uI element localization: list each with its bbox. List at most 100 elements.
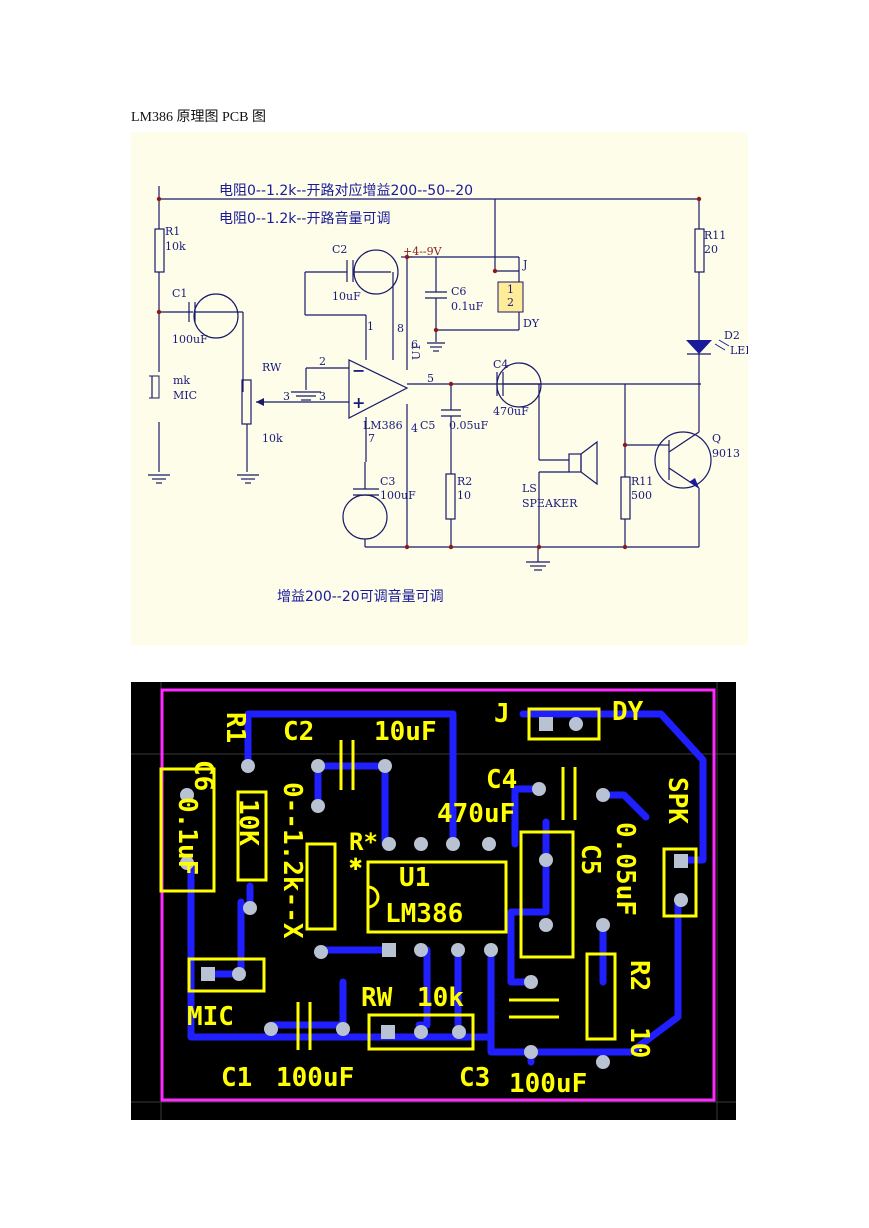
pin-8: 8 — [397, 322, 404, 335]
c2-ref: C2 — [332, 243, 347, 256]
pin-5: 5 — [427, 372, 434, 385]
pcb-c5-value: 0.05uF — [610, 822, 640, 916]
pin1-marker-icon: ✱ — [349, 851, 362, 876]
pin-4: 4 — [411, 422, 418, 435]
junction-dots — [156, 196, 702, 550]
board-outline — [160, 688, 716, 1102]
q-ref: Q — [712, 432, 721, 445]
q-emitter-arrow — [689, 478, 699, 488]
pcb-j: J — [494, 699, 510, 729]
pcb-pads — [180, 717, 688, 1069]
pcb-r2-value: 10 — [624, 1027, 654, 1058]
pcb-resistor-range: 0--1.2k--X — [277, 782, 307, 939]
pcb-u1-value: LM386 — [385, 899, 463, 929]
schematic-note-3: 增益200--20可调音量可调 — [277, 588, 444, 605]
pcb-r1-value: 10K — [233, 799, 263, 846]
pcb-r2: R2 — [624, 960, 654, 991]
mic-symbol — [149, 375, 160, 399]
r11-500-resistor — [620, 476, 631, 520]
pcb-u1: U1 — [399, 863, 430, 893]
pin-3-a: 3 — [283, 390, 290, 403]
r2-resistor — [445, 473, 456, 520]
c1-value: 100uF — [172, 333, 208, 346]
pin-7: 7 — [368, 432, 375, 445]
schematic-panel: 电阻0--1.2k--开路对应增益200--50--20 电阻0--1.2k--… — [131, 132, 748, 645]
ls-speaker-cone — [580, 440, 598, 486]
pcb-panel: ✱ C6 0.1uF R1 10K C2 10uF J DY C4 470uF … — [131, 682, 736, 1120]
r1-value: 10k — [165, 240, 186, 253]
opamp-minus: − — [352, 361, 365, 380]
schematic-note-2: 电阻0--1.2k--开路音量可调 — [219, 210, 391, 227]
silkscreen-outlines — [159, 707, 698, 1051]
rw-ref: RW — [262, 361, 282, 374]
c1-ref: C1 — [172, 287, 187, 300]
pcb-c4: C4 — [486, 765, 517, 795]
j-pin2: 2 — [507, 296, 514, 309]
pcb-layout: ✱ C6 0.1uF R1 10K C2 10uF J DY C4 470uF … — [131, 682, 736, 1120]
ls-value: SPEAKER — [522, 497, 578, 510]
pin-1: 1 — [367, 320, 374, 333]
pcb-c6: C6 — [188, 760, 218, 791]
c1-capacitor-outline — [193, 293, 239, 339]
c5-value: 0.05uF — [449, 419, 489, 432]
pcb-c1-value: 100uF — [276, 1063, 354, 1093]
j-value: DY — [523, 317, 540, 330]
pcb-c1: C1 — [221, 1063, 252, 1093]
pcb-rx: R* — [349, 828, 378, 856]
rw-wiper-arrow — [256, 398, 264, 406]
r11-20-resistor — [694, 228, 705, 273]
d2-led-triangle — [686, 340, 712, 354]
r11b-value: 500 — [631, 489, 652, 502]
c5-ref: C5 — [420, 419, 435, 432]
pcb-c3-value: 100uF — [509, 1069, 587, 1099]
c3-value: 100uF — [380, 489, 416, 502]
c6-value: 0.1uF — [451, 300, 484, 313]
c4-value: 470uF — [493, 405, 529, 418]
pin-6: 6 — [411, 338, 418, 351]
pcb-spk: SPK — [662, 777, 692, 824]
supply-label: +4--9V — [403, 245, 443, 258]
copper-traces — [187, 710, 707, 1066]
schematic-diagram: 电阻0--1.2k--开路对应增益200--50--20 电阻0--1.2k--… — [148, 182, 748, 605]
pin-3-b: 3 — [319, 390, 326, 403]
led-emit-rays — [714, 339, 730, 351]
pcb-c3: C3 — [459, 1063, 490, 1093]
pin-2: 2 — [319, 355, 326, 368]
c4-ref: C4 — [493, 358, 508, 371]
r1-ref: R1 — [165, 225, 180, 238]
r11a-value: 20 — [704, 243, 718, 256]
u1-ref: U1 — [410, 344, 423, 360]
mic-value: MIC — [173, 389, 197, 402]
pcb-r1: R1 — [220, 712, 250, 743]
r2-ref: R2 — [457, 475, 472, 488]
pcb-c2-value: 10uF — [374, 717, 437, 747]
pcb-dy: DY — [612, 697, 644, 727]
opamp-plus: + — [352, 393, 365, 412]
r11b-ref: R11 — [631, 475, 653, 488]
pcb-c4-value: 470uF — [437, 799, 515, 829]
ls-speaker-magnet — [568, 453, 582, 473]
ls-ref: LS — [522, 482, 537, 495]
c2-value: 10uF — [332, 290, 361, 303]
page-title: LM386 原理图 PCB 图 — [131, 110, 266, 125]
mic-ref: mk — [173, 374, 190, 387]
rw-value: 10k — [262, 432, 283, 445]
j-connector — [497, 281, 524, 313]
pcb-rw: RW — [361, 983, 393, 1013]
d2-ref: D2 — [724, 329, 740, 342]
u1-opamp-body — [348, 359, 409, 419]
pcb-c5: C5 — [575, 844, 605, 875]
c4-capacitor-outline — [496, 362, 542, 408]
q-transistor-outline — [654, 431, 712, 489]
r1-resistor — [154, 228, 165, 273]
pcb-rw-value: 10k — [417, 983, 464, 1013]
pcb-mic: MIC — [187, 1002, 234, 1032]
pcb-c2: C2 — [283, 717, 314, 747]
d2-value: LED — [730, 344, 748, 357]
schematic-note-1: 电阻0--1.2k--开路对应增益200--50--20 — [219, 182, 473, 199]
c6-ref: C6 — [451, 285, 466, 298]
q-value: 9013 — [712, 447, 740, 460]
j-pin1: 1 — [507, 283, 514, 296]
j-ref: J — [522, 258, 527, 271]
u1-value: LM386 — [363, 419, 403, 432]
